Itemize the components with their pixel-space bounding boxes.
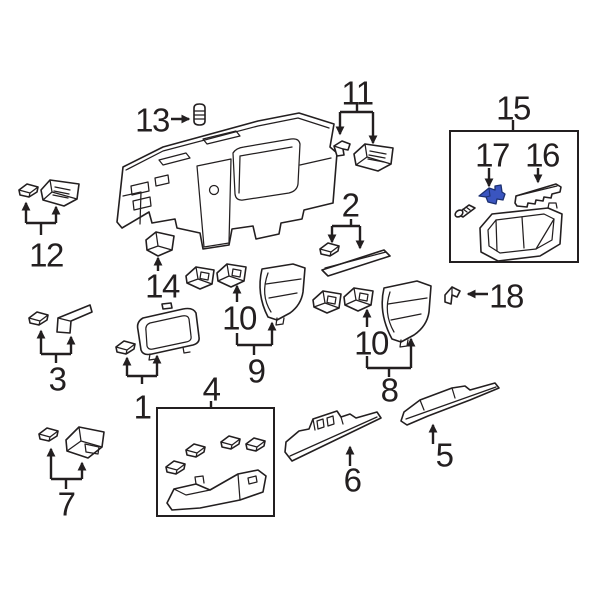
- lower-trim-panel-4: [166, 469, 267, 511]
- group-box-4: [156, 407, 275, 517]
- cluster-bezel-parts-1: [115, 302, 200, 361]
- center-side-panel-9: [259, 263, 306, 326]
- callout-10-left: 10: [222, 299, 257, 337]
- callout-11: 11: [341, 74, 374, 112]
- callout-10-right: 10: [354, 324, 389, 362]
- callout-9: 9: [247, 352, 266, 390]
- under-panel-6: [284, 410, 382, 462]
- sensor-part-14: [145, 231, 175, 257]
- callout-12: 12: [29, 236, 64, 274]
- callout-4: 4: [202, 370, 221, 408]
- callout-3: 3: [48, 360, 67, 398]
- callout-16: 16: [525, 136, 560, 174]
- vent-registers-10-right: [312, 287, 374, 314]
- callout-8: 8: [380, 371, 399, 409]
- callout-arrows: [21, 104, 543, 489]
- trim-strip-parts-2: [319, 242, 391, 277]
- callout-15: 15: [496, 89, 531, 127]
- under-panel-5: [400, 382, 500, 426]
- center-side-panel-8: [381, 280, 432, 348]
- callout-2: 2: [341, 186, 360, 224]
- vent-registers-10-left: [185, 263, 247, 290]
- callout-5: 5: [435, 436, 454, 474]
- callout-7: 7: [57, 485, 76, 523]
- grommet-part-13: [193, 103, 206, 126]
- side-vent-parts-12: [18, 179, 80, 207]
- reinforcement-strip-16: [514, 183, 562, 208]
- instrument-panel-body: [116, 112, 338, 250]
- callout-18: 18: [489, 277, 524, 315]
- callout-13: 13: [135, 101, 170, 139]
- highlighted-clip-17: [478, 184, 506, 205]
- callout-17: 17: [475, 136, 510, 174]
- defroster-vent-parts-11: [333, 140, 394, 172]
- clip-parts-3: [28, 304, 93, 334]
- clip-parts-7: [38, 426, 105, 459]
- screw-part: [454, 204, 476, 218]
- group-box-15: [449, 130, 579, 263]
- callout-14: 14: [145, 267, 180, 305]
- callout-6: 6: [343, 461, 362, 499]
- clip-part-18: [444, 286, 461, 305]
- callout-1: 1: [133, 388, 152, 426]
- glove-tray-part: [479, 202, 563, 262]
